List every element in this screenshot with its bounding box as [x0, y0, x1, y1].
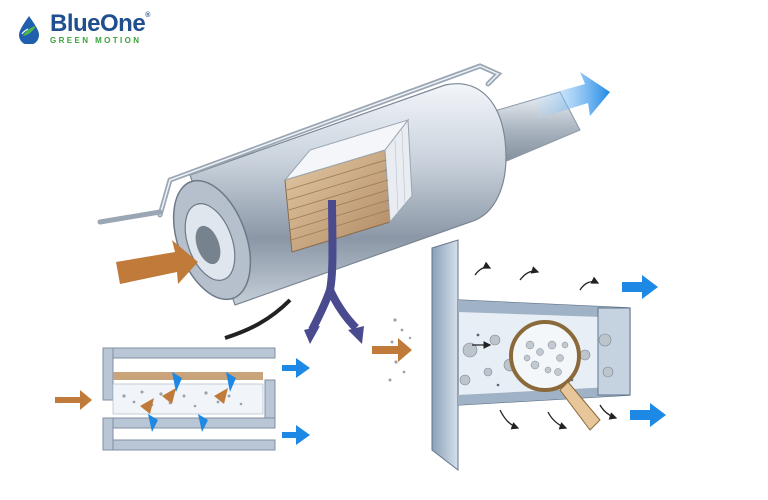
cross-section [372, 239, 666, 472]
exhaust-in-arrow [116, 240, 198, 284]
exhaust-out-arrow [535, 72, 610, 118]
channel-out-arrow-bottom [282, 425, 310, 445]
water-drop-leaf-icon [19, 15, 39, 44]
section-out-arrow-top [622, 275, 658, 299]
brand-logo: BlueOne® GREEN MOTION [14, 12, 150, 45]
zoom-split-arrow [304, 199, 364, 344]
brand-tagline: GREEN MOTION [50, 36, 142, 45]
section-in-arrow [372, 338, 412, 362]
channel-in-arrow [55, 390, 92, 410]
section-out-arrow-bottom [630, 403, 666, 427]
brand-name: BlueOne® [50, 10, 150, 37]
filter-core [283, 118, 413, 253]
magnifier [509, 320, 601, 431]
logo-text: BlueOne® GREEN MOTION [50, 12, 150, 45]
channel-out-arrow-top [282, 358, 310, 378]
channel-diagram [55, 347, 310, 451]
